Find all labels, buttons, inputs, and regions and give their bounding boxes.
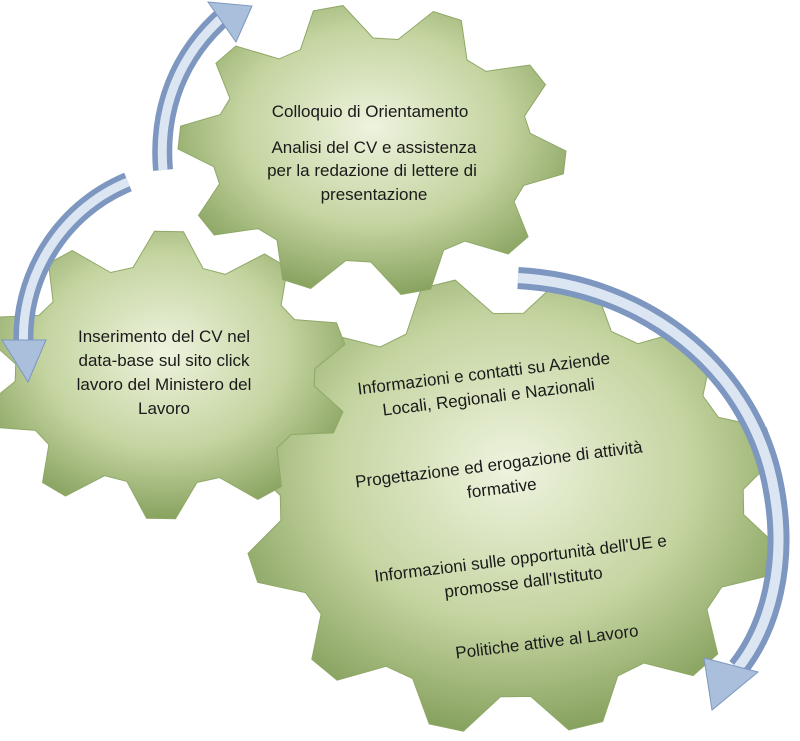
gear-top (177, 5, 567, 295)
gear-left-shape (0, 230, 346, 520)
arrow-left-head (1, 339, 47, 384)
arrow-top-left-head (206, 1, 253, 44)
gear-top-line-3: per la redazione di lettere di (267, 161, 477, 180)
arrow-left (1, 172, 132, 384)
gear-left-line-4: Lavoro (138, 399, 190, 418)
arrow-right-head (703, 657, 760, 711)
gear-top-shape (177, 5, 567, 295)
gear-left-line-2: data-base sul sito click (78, 351, 250, 370)
gear-left-line-1: Inserimento del CV nel (78, 327, 250, 346)
gear-right-shape (245, 278, 779, 732)
gear-top-text: Colloquio di Orientamento Analisi del CV… (267, 102, 477, 204)
gear-top-line-2: Analisi del CV e assistenza (271, 138, 477, 157)
gear-top-line-1: Colloquio di Orientamento (272, 102, 469, 121)
gear-left (0, 230, 346, 520)
gear-right (245, 278, 779, 732)
arrow-top-left (152, 1, 253, 171)
arrow-right (517, 267, 790, 711)
gear-left-line-3: lavoro del Ministero del (77, 375, 252, 394)
gear-left-text: Inserimento del CV nel data-base sul sit… (77, 327, 252, 418)
gear-top-line-4: presentazione (321, 185, 428, 204)
